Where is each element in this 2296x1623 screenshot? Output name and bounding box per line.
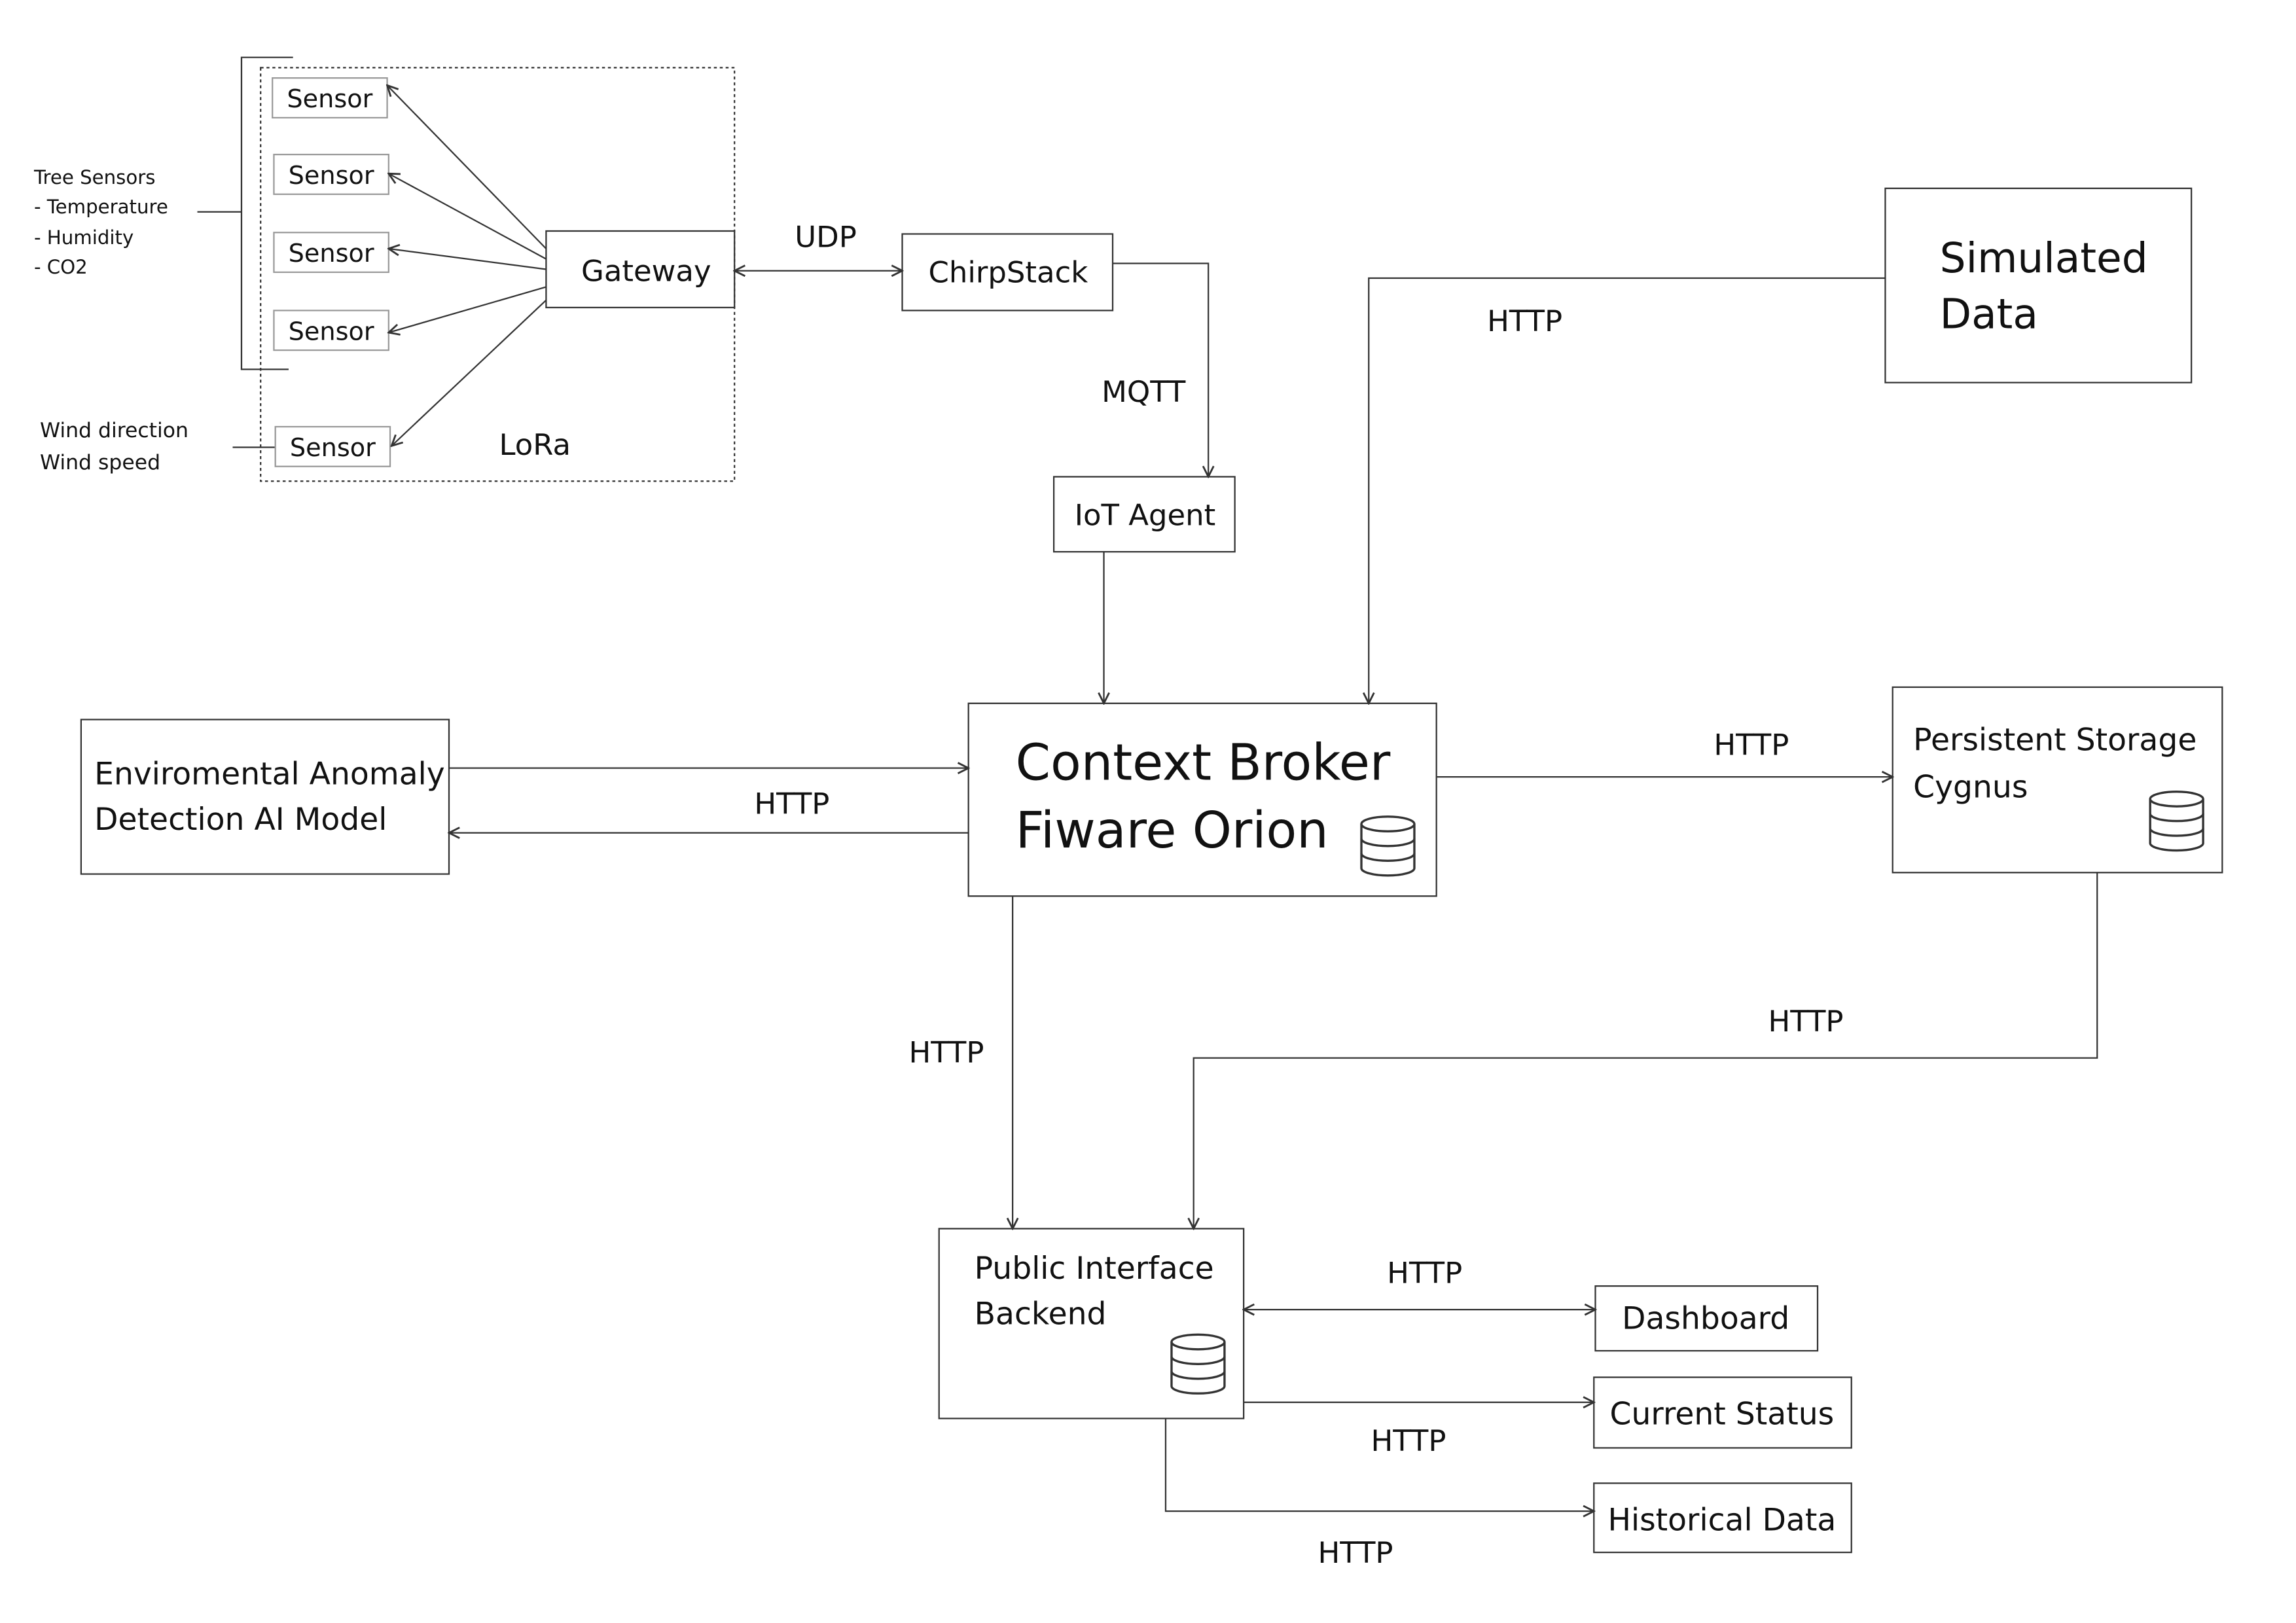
dashboard-label: Dashboard — [1622, 1300, 1789, 1336]
ai-model-line2: Detection AI Model — [94, 802, 387, 838]
tree-sensors-bracket — [197, 56, 293, 370]
gateway-sensor-links — [387, 85, 547, 446]
sensor-label: Sensor — [290, 434, 376, 463]
sensor-label: Sensor — [289, 240, 374, 268]
current-status-node: Current Status — [1593, 1376, 1852, 1449]
iot-agent-label: IoT Agent — [1075, 498, 1216, 533]
current-status-label: Current Status — [1610, 1396, 1835, 1432]
sensor-box: Sensor — [272, 77, 388, 118]
simulated-data-line1: Simulated — [1940, 234, 2148, 282]
sensor-box: Sensor — [273, 232, 389, 274]
http-simulated-label: HTTP — [1487, 304, 1562, 338]
mqtt-label: MQTT — [1102, 374, 1186, 409]
sensor-box: Sensor — [273, 310, 389, 351]
http-storage-label: HTTP — [1713, 727, 1789, 762]
storage-to-backend-link — [1194, 872, 2098, 1228]
context-broker-line2: Fiware Orion — [1016, 802, 1329, 860]
tree-sensors-legend: Tree Sensors - Temperature - Humidity - … — [33, 166, 168, 278]
udp-label: UDP — [795, 220, 857, 255]
tree-sensor-humidity: - Humidity — [34, 226, 134, 249]
http-dashboard-label: HTTP — [1387, 1256, 1462, 1291]
context-broker-line1: Context Broker — [1016, 734, 1391, 793]
backend-historical-link — [1164, 1418, 1594, 1511]
lora-region — [260, 67, 736, 482]
gateway-label: Gateway — [581, 253, 711, 288]
wind-direction-label: Wind direction — [40, 419, 188, 442]
historical-data-label: Historical Data — [1607, 1502, 1836, 1538]
tree-sensors-title: Tree Sensors — [33, 166, 156, 188]
ai-model-node: Enviromental Anomaly Detection AI Model — [80, 719, 450, 875]
persistent-storage-node: Persistent Storage Cygnus — [1892, 686, 2223, 874]
historical-data-node: Historical Data — [1593, 1482, 1852, 1554]
backend-line2: Backend — [975, 1296, 1107, 1332]
context-broker-node: Context Broker Fiware Orion — [967, 702, 1437, 897]
dashboard-node: Dashboard — [1594, 1285, 1819, 1352]
mqtt-link — [1113, 262, 1208, 476]
public-interface-backend-node: Public Interface Backend — [938, 1228, 1245, 1419]
http-historical-label: HTTP — [1318, 1535, 1393, 1570]
tree-sensor-temperature: - Temperature — [34, 196, 168, 218]
wind-sensors-legend: Wind direction Wind speed — [40, 419, 188, 474]
simulated-to-orion-link — [1369, 277, 1886, 704]
http-ai-label: HTTP — [754, 786, 829, 821]
sensor-label: Sensor — [289, 162, 374, 190]
http-orion-backend-label: HTTP — [908, 1035, 984, 1069]
persistent-storage-line1: Persistent Storage — [1913, 722, 2197, 758]
sensor-label: Sensor — [287, 85, 372, 114]
database-icon — [2149, 790, 2204, 852]
gateway-node: Gateway — [545, 230, 736, 309]
lora-label: LoRa — [499, 427, 571, 462]
chirpstack-node: ChirpStack — [901, 233, 1114, 312]
chirpstack-label: ChirpStack — [928, 255, 1088, 290]
iot-agent-node: IoT Agent — [1052, 476, 1236, 553]
persistent-storage-line2: Cygnus — [1913, 770, 2028, 806]
wind-speed-label: Wind speed — [40, 451, 160, 474]
ai-model-line1: Enviromental Anomaly — [94, 756, 445, 792]
simulated-data-line2: Data — [1940, 290, 2038, 338]
sensor-box: Sensor — [273, 153, 389, 195]
sensor-box: Sensor — [274, 425, 391, 467]
tree-sensor-co2: - CO2 — [34, 256, 88, 278]
backend-line1: Public Interface — [975, 1251, 1214, 1287]
http-storage-backend-label: HTTP — [1768, 1004, 1844, 1039]
database-icon — [1170, 1333, 1226, 1395]
simulated-data-node: Simulated Data — [1884, 187, 2193, 383]
http-current-label: HTTP — [1371, 1423, 1446, 1458]
database-icon — [1360, 815, 1416, 877]
sensor-label: Sensor — [289, 317, 374, 346]
